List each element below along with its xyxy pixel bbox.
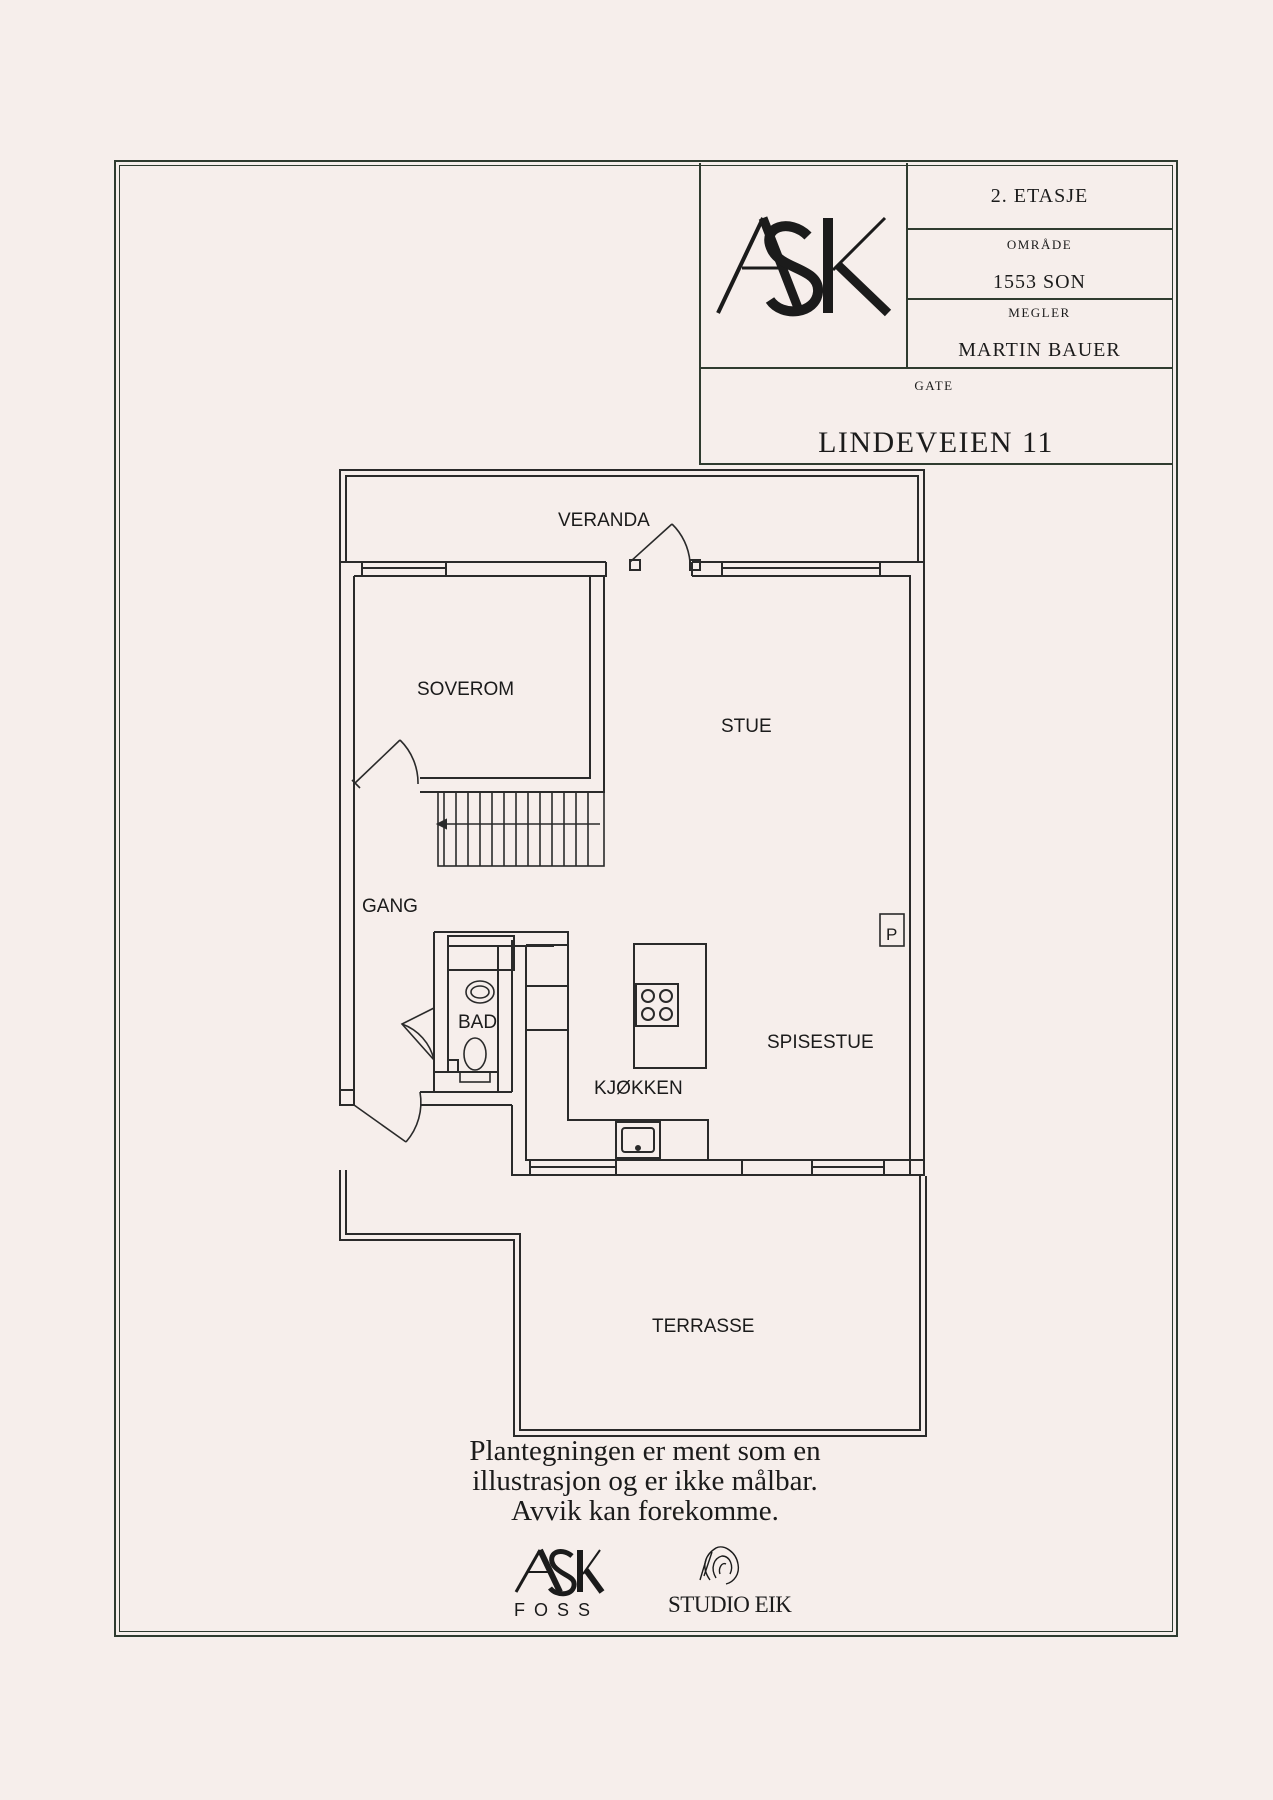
outer-frame [114,160,1178,1637]
title-block-divider [699,367,1173,369]
doors [351,523,905,1143]
parking-symbol: P [886,925,897,944]
disclaimer-line: Plantegningen er ment som en [469,1435,821,1467]
title-block-divider [699,163,701,465]
broker-label: MEGLER [1008,305,1071,320]
room-label-veranda: VERANDA [558,510,650,531]
title-block-divider [906,228,1173,230]
room-label-terrasse: TERRASSE [652,1316,754,1337]
broker-value: MARTIN BAUER [958,339,1121,361]
title-block-divider [906,163,908,368]
room-label-bad: BAD [458,1012,497,1033]
room-label-gang: GANG [362,896,418,917]
ask-foss-label: FOSS [514,1600,599,1620]
inner-frame [119,165,1173,1632]
area-label: OMRÅDE [1006,237,1073,252]
floor-label: 2. ETASJE [990,185,1089,207]
room-label-stue: STUE [721,716,772,737]
room-label-kjokken: KJØKKEN [594,1078,683,1099]
area-value: 1553 SON [992,271,1086,293]
room-label-soverom: SOVEROM [417,679,514,700]
room-label-spisestue: SPISESTUE [767,1032,874,1053]
street-value: LINDEVEIEN 11 [818,426,1054,459]
studio-eik-logo: STUDIO EIK [668,1546,793,1617]
disclaimer: Plantegningen er ment som en illustrasjo… [380,1436,910,1526]
disclaimer-line: Avvik kan forekomme. [511,1495,779,1527]
ask-logo [716,216,892,317]
street-label: GATE [914,378,954,393]
title-block-divider [906,298,1173,300]
ask-foss-logo: FOSS [514,1548,605,1620]
disclaimer-line: illustrasjon og er ikke målbar. [472,1465,818,1497]
title-block-divider [699,463,1173,465]
studio-eik-label: STUDIO EIK [668,1592,792,1617]
